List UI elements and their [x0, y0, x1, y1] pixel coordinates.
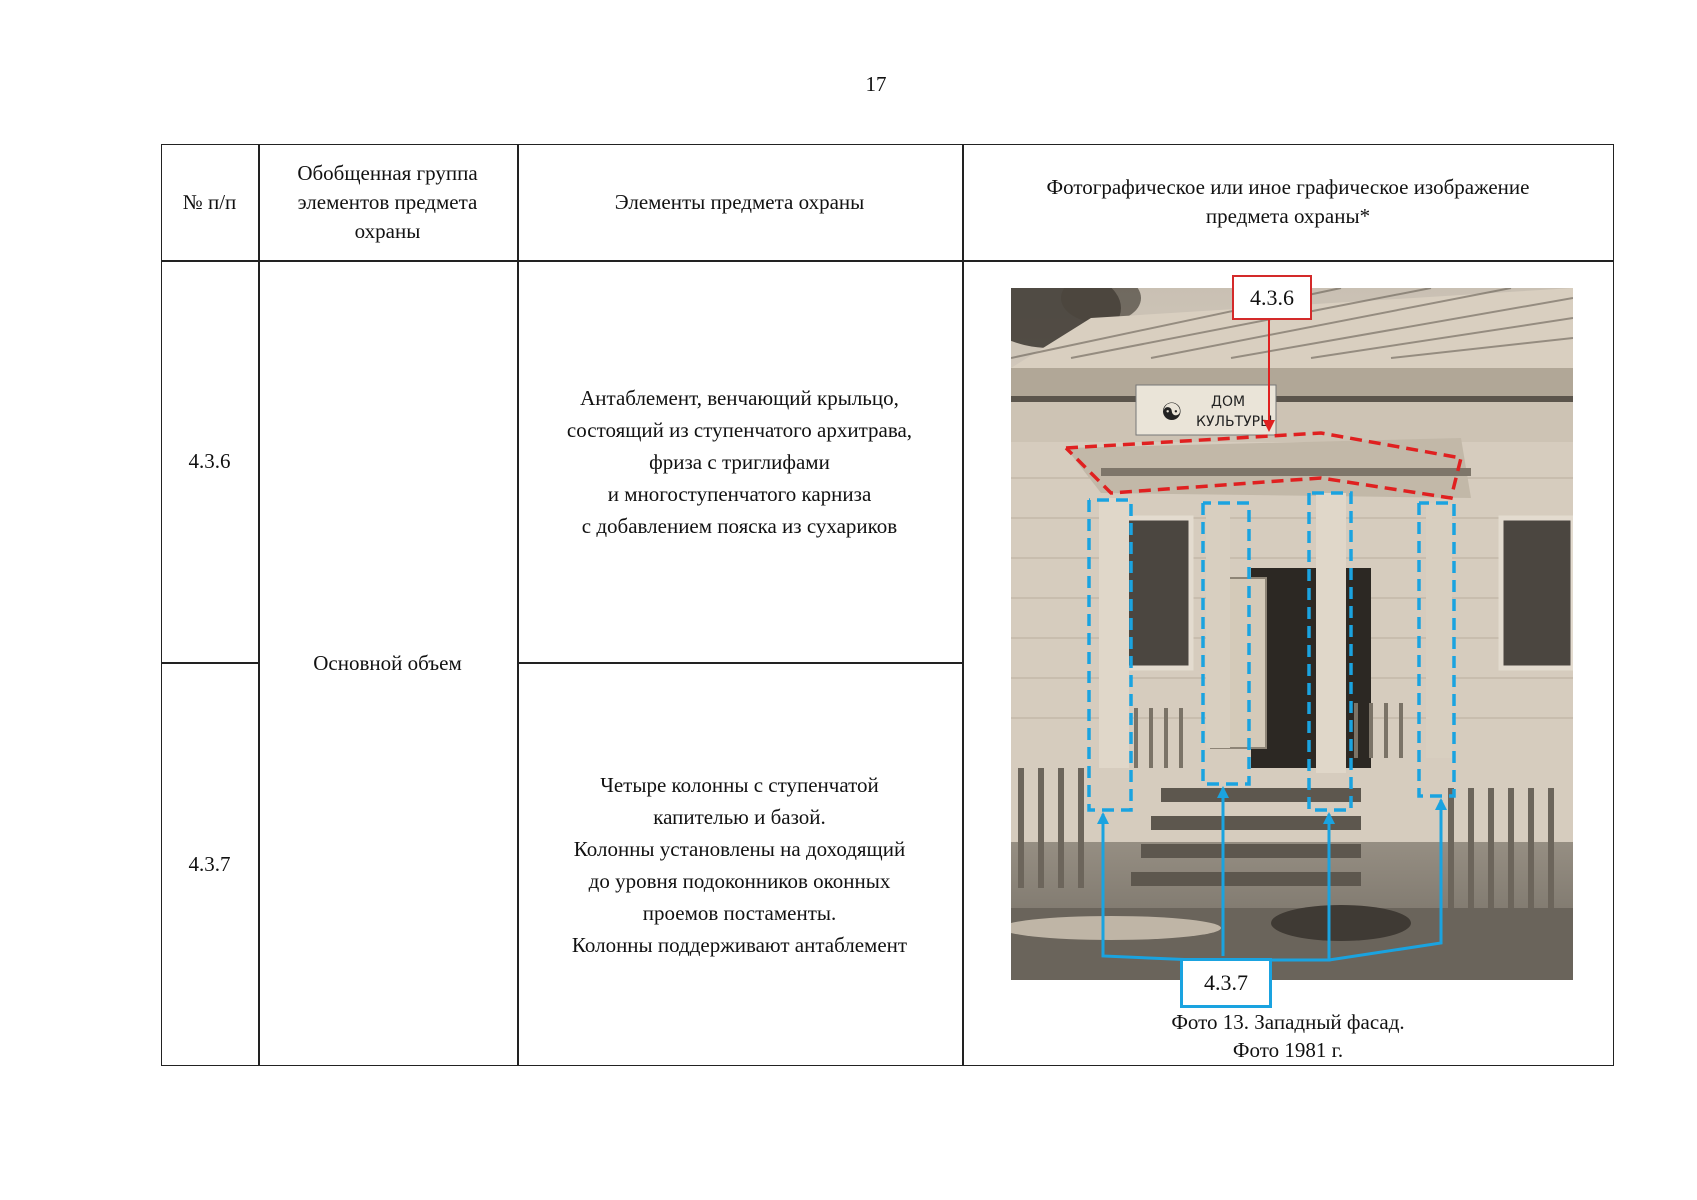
protection-table [161, 144, 1614, 1066]
description-line: Колонны установлены на доходящий [573, 836, 906, 861]
column-divider [517, 144, 519, 1066]
description-line: капителью и базой. [653, 804, 826, 829]
header-num: № п/п [182, 189, 237, 214]
description-line: проемов постаменты. [642, 900, 837, 925]
callout-4-3-7: 4.3.7 [1180, 958, 1272, 1008]
header-divider [161, 260, 1614, 262]
column-divider [258, 144, 260, 1066]
svg-text:☯: ☯ [1161, 398, 1183, 426]
header-image: Фотографическое или иное графическое изо… [962, 144, 1614, 260]
facade-photo: ☯ ДОМ КУЛЬТУРЫ [1011, 288, 1573, 980]
photo-caption: Фото 13. Западный фасад. Фото 1981 г. [962, 1008, 1614, 1064]
row-description-4-3-7: Четыре колонны с ступенчатой капителью и… [517, 663, 962, 1066]
callout-4-3-6: 4.3.6 [1232, 275, 1312, 320]
row-num-4-3-7: 4.3.7 [188, 852, 231, 876]
row-description-4-3-6: Антаблемент, венчающий крыльцо, состоящи… [517, 261, 962, 662]
header-group-line: охраны [354, 218, 421, 243]
row-divider [161, 662, 259, 664]
description-line: Четыре колонны с ступенчатой [600, 772, 879, 797]
description-line: состоящий из ступенчатого архитрава, [566, 417, 913, 442]
description-line: Колонны поддерживают антаблемент [571, 932, 908, 957]
description-line: с добавлением пояска из сухариков [581, 513, 898, 538]
row-divider [517, 662, 963, 664]
description-line: и многоступенчатого карниза [607, 481, 872, 506]
group-cell: Основной объем [313, 651, 462, 675]
header-group-line: элементов предмета [297, 189, 478, 214]
header-image-line: предмета охраны* [1205, 204, 1371, 228]
description-line: до уровня подоконников оконных [588, 868, 891, 893]
svg-text:КУЛЬТУРЫ: КУЛЬТУРЫ [1196, 414, 1272, 430]
header-image-line: Фотографическое или иное графическое изо… [1046, 175, 1530, 199]
header-group-line: Обобщенная группа [297, 160, 478, 185]
caption-line: Фото 1981 г. [1232, 1038, 1344, 1062]
caption-line: Фото 13. Западный фасад. [1171, 1010, 1405, 1034]
row-num-4-3-6: 4.3.6 [188, 449, 231, 473]
description-line: фриза с триглифами [649, 449, 830, 474]
page-number: 17 [865, 72, 887, 96]
header-group: Обобщенная группа элементов предмета охр… [258, 144, 517, 260]
svg-text:ДОМ: ДОМ [1211, 394, 1245, 410]
building-sketch: ☯ ДОМ КУЛЬТУРЫ [1011, 288, 1573, 980]
column-divider [962, 144, 964, 1066]
header-elements: Элементы предмета охраны [614, 189, 865, 214]
description-line: Антаблемент, венчающий крыльцо, [580, 385, 899, 410]
